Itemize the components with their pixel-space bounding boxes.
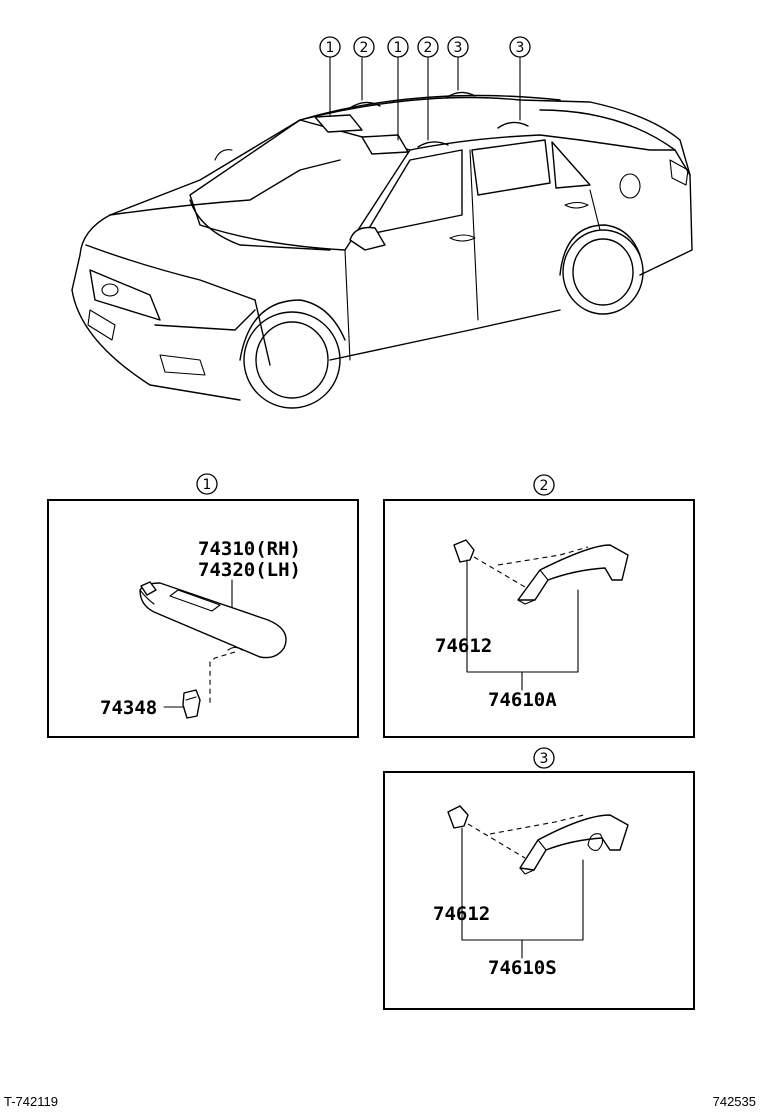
part-74612-label-s: 74612: [433, 903, 490, 925]
car-illustration: [71, 57, 693, 409]
svg-text:1: 1: [326, 40, 335, 56]
svg-text:3: 3: [516, 40, 525, 56]
part-74610s-label: 74610S: [488, 957, 557, 979]
sun-visor-drawing: [139, 581, 287, 659]
visor-clip-drawing: [182, 689, 201, 719]
panel-assist-grip-a: 2 74612 74610A: [383, 474, 695, 738]
part-74610a-label: 74610A: [488, 689, 557, 711]
callout-row: 1 2 1 2 3 3: [319, 36, 531, 58]
svg-text:2: 2: [424, 40, 433, 56]
callout-2b: 2: [417, 36, 439, 58]
assist-grip-drawing: [517, 544, 629, 605]
panel3-callout: 3: [540, 751, 549, 767]
panel3-frame: [383, 771, 695, 1010]
callout-3a: 3: [447, 36, 469, 58]
part-74310-label: 74310(RH): [198, 538, 301, 560]
part-74348-label: 74348: [100, 697, 157, 719]
svg-text:2: 2: [360, 40, 369, 56]
callout-1b: 1: [387, 36, 409, 58]
panel-assist-grip-s: 3 74612 74610S: [383, 747, 695, 1010]
grip-bracket-drawing-s: [447, 805, 469, 829]
callout-3b: 3: [509, 36, 531, 58]
assist-grip-with-hook-drawing: [519, 814, 629, 875]
footer-right-code: 742535: [713, 1094, 756, 1109]
panel2-frame: [383, 499, 695, 738]
panel1-callout: 1: [203, 477, 212, 493]
footer-left-code: T-742119: [4, 1094, 58, 1109]
panel1-frame: [47, 499, 359, 738]
panel-sun-visor: 1 74310(RH) 74320(LH) 74348: [47, 473, 359, 738]
panel2-callout: 2: [540, 478, 549, 494]
part-74612-label-a: 74612: [435, 635, 492, 657]
grip-bracket-drawing: [453, 539, 475, 563]
callout-2a: 2: [353, 36, 375, 58]
callout-1a: 1: [319, 36, 341, 58]
part-74320-label: 74320(LH): [198, 559, 301, 581]
svg-text:3: 3: [454, 40, 463, 56]
svg-text:1: 1: [394, 40, 403, 56]
